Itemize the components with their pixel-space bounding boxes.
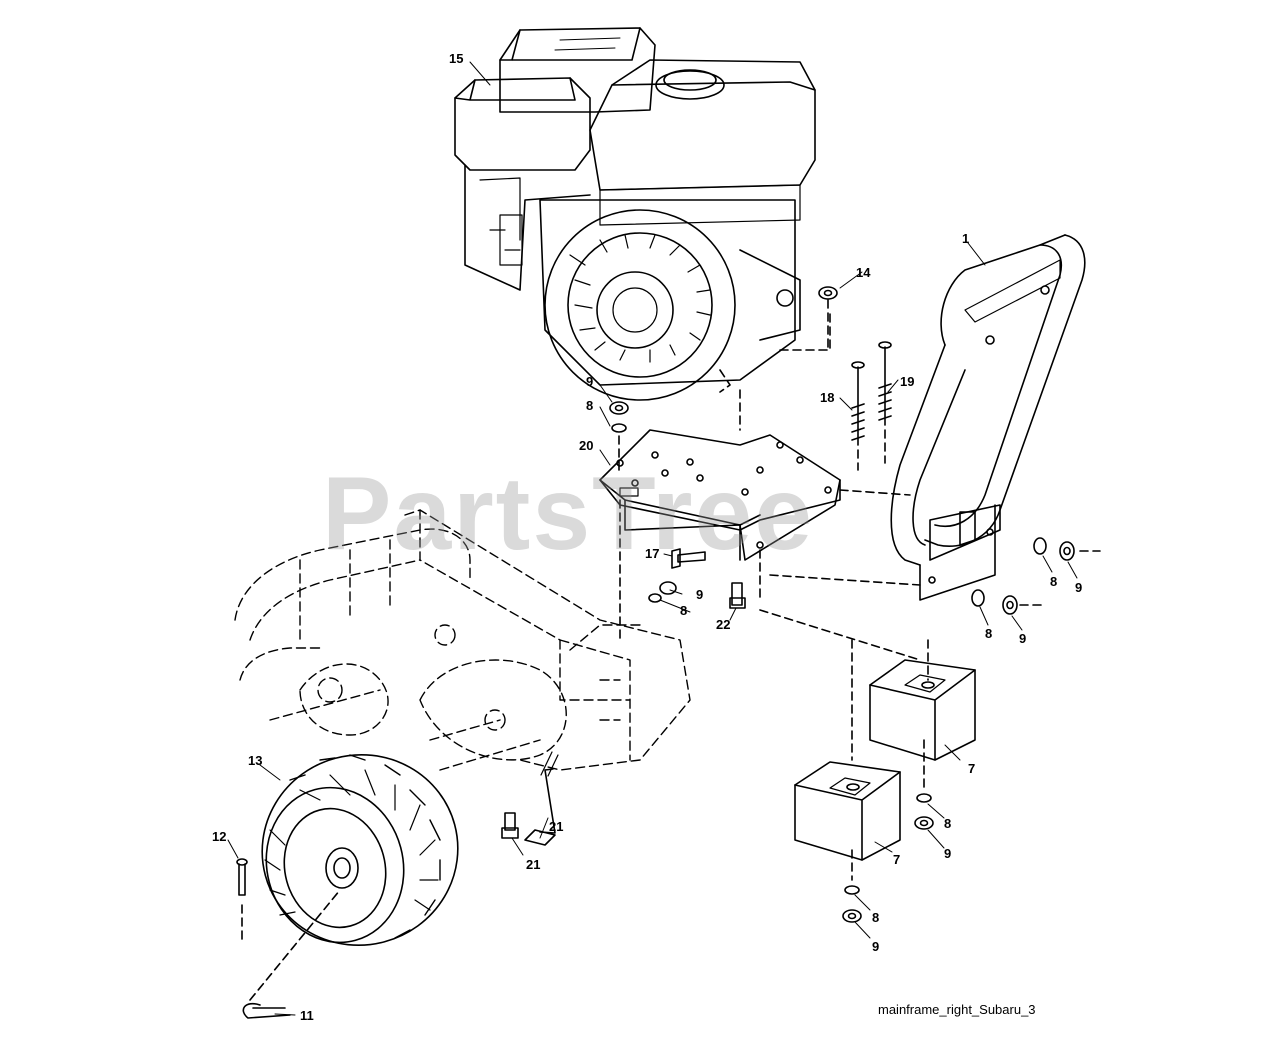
wheel-tire-drawing xyxy=(261,753,459,947)
callout-leader-lines xyxy=(227,61,1078,1016)
short-bolts-drawing xyxy=(501,548,746,846)
handle-bar-drawing xyxy=(890,234,1086,601)
callout-21-lower: 21 xyxy=(526,857,541,872)
diagram-caption: mainframe_right_Subaru_3 xyxy=(878,1002,1036,1017)
callout-17: 17 xyxy=(645,546,660,561)
callout-11: 11 xyxy=(300,1008,314,1023)
callout-9-weight-lower: 9 xyxy=(872,939,880,954)
weight-blocks-drawing xyxy=(794,639,976,861)
callout-9-engine: 9 xyxy=(586,374,594,389)
callout-19: 19 xyxy=(900,374,915,389)
callout-13: 13 xyxy=(248,753,263,768)
callout-9-frame: 9 xyxy=(696,587,704,602)
callout-12: 12 xyxy=(212,829,227,844)
callout-21-upper: 21 xyxy=(549,819,564,834)
callout-9-handle-top: 9 xyxy=(1075,580,1083,595)
callout-8-handle-top: 8 xyxy=(1050,574,1058,589)
pins-drawing xyxy=(236,858,341,1019)
nuts-and-washers-drawing xyxy=(609,286,1101,923)
callout-8-handle-bottom: 8 xyxy=(985,626,993,641)
callout-20: 20 xyxy=(579,438,594,453)
callout-1: 1 xyxy=(962,231,970,246)
callout-9-weight-upper: 9 xyxy=(944,846,952,861)
callout-7-lower: 7 xyxy=(893,852,901,867)
engine-drawing xyxy=(454,27,831,401)
tiller-assembly-dashed-drawing xyxy=(234,509,691,771)
callout-9-handle-bottom: 9 xyxy=(1019,631,1027,646)
callout-15: 15 xyxy=(449,51,464,66)
carriage-bolts-drawing xyxy=(851,341,892,471)
callout-8-frame: 8 xyxy=(680,603,688,618)
callout-22: 22 xyxy=(716,617,731,632)
callout-8-weight-upper: 8 xyxy=(944,816,952,831)
callout-8-weight-lower: 8 xyxy=(872,910,880,925)
callout-14: 14 xyxy=(856,265,871,280)
main-frame-plate-drawing xyxy=(599,429,841,561)
callout-18: 18 xyxy=(820,390,835,405)
callout-8-engine: 8 xyxy=(586,398,594,413)
callout-7-upper: 7 xyxy=(968,761,976,776)
